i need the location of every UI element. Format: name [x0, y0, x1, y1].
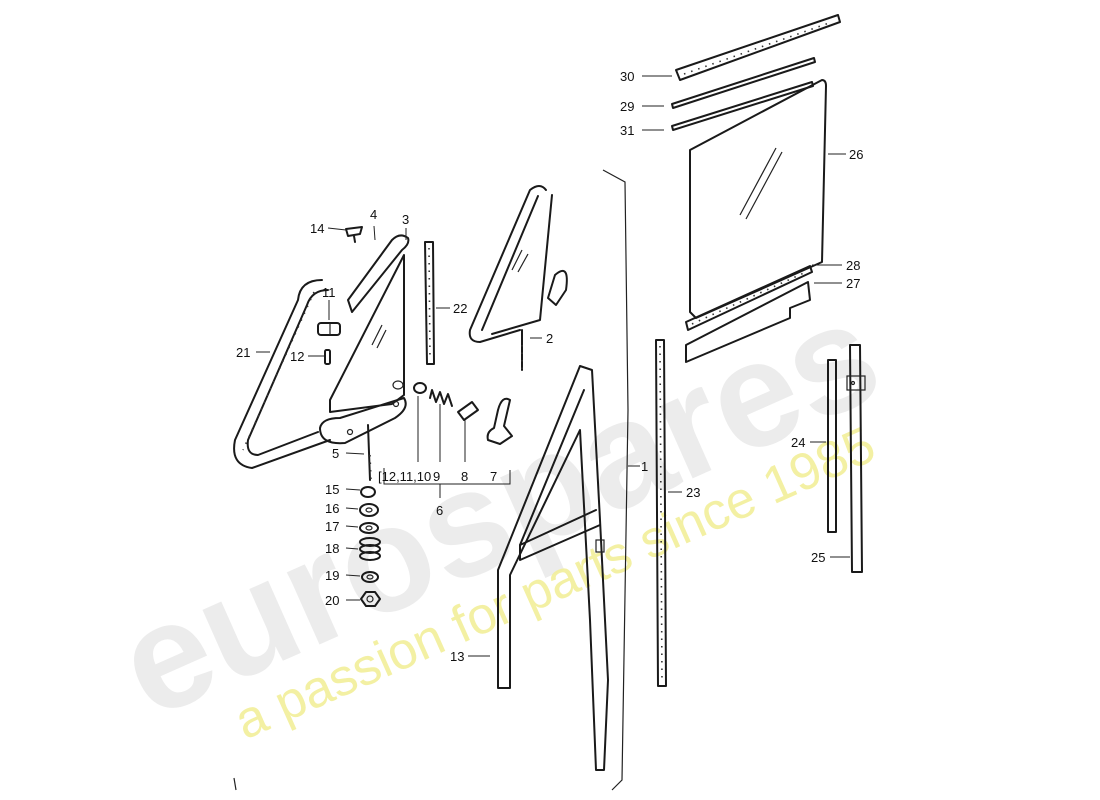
callout-30: 30 — [620, 69, 634, 84]
callout-5: 5 — [332, 446, 339, 461]
part-3-vent-glass — [329, 254, 405, 413]
part-8-plunger — [457, 401, 479, 421]
callout-21: 21 — [236, 345, 250, 360]
vent-frame-bracket — [319, 397, 407, 445]
callout-9: 9 — [433, 469, 440, 484]
part-5-pivot-shaft — [367, 424, 372, 481]
callout-18: 18 — [325, 541, 339, 556]
callout-17: 17 — [325, 519, 339, 534]
part-17-washer — [359, 522, 379, 534]
leader-lines — [256, 75, 850, 657]
part-25-guide-rail — [846, 344, 866, 573]
part-9-spring — [429, 389, 453, 407]
part-16-washer — [359, 503, 379, 517]
part-21-vent-seal — [233, 279, 331, 469]
part-18-spring — [359, 537, 381, 561]
part-29-strip — [671, 57, 816, 109]
part-12-pin — [324, 349, 331, 365]
part-19-washer — [361, 571, 379, 583]
callout-25: 25 — [811, 550, 825, 565]
part-28-channel — [685, 265, 813, 331]
part-4-vent-frame-strip — [347, 234, 410, 313]
callout-3: 3 — [402, 212, 409, 227]
callout-1: 1 — [641, 459, 648, 474]
callout-15: 15 — [325, 482, 339, 497]
callout-31: 31 — [620, 123, 634, 138]
part-11-bolt — [317, 322, 341, 336]
group-6-bracket — [383, 396, 511, 498]
callout-19: 19 — [325, 568, 339, 583]
part-10-ball — [413, 382, 427, 394]
part-31-strip — [671, 81, 814, 131]
part-20-nut — [360, 591, 381, 607]
door-edge-outline — [233, 169, 629, 791]
callout-27: 27 — [846, 276, 860, 291]
callout-22: 22 — [453, 301, 467, 316]
callout-labels: 1 2 3 4 5 6 7 8 9 [12,11,10 11 12 13 14 … — [236, 69, 863, 664]
callout-20: 20 — [325, 593, 339, 608]
part-30-strip — [675, 14, 841, 81]
callout-12: 12 — [290, 349, 304, 364]
part-15-cap — [360, 486, 376, 498]
part-7-handle — [486, 397, 513, 445]
callout-24: 24 — [791, 435, 805, 450]
part-22-seal-strip — [424, 241, 435, 365]
callout-14: 14 — [310, 221, 324, 236]
callout-12-11-10: [12,11,10 — [378, 469, 431, 484]
callout-7: 7 — [490, 469, 497, 484]
callout-13: 13 — [450, 649, 464, 664]
callout-11: 11 — [322, 285, 336, 300]
callout-23: 23 — [686, 485, 700, 500]
callout-8: 8 — [461, 469, 468, 484]
part-14-screw — [345, 226, 363, 243]
callout-2: 2 — [546, 331, 553, 346]
part-24-guide-rail — [827, 359, 837, 533]
callout-28: 28 — [846, 258, 860, 273]
part-27-channel — [685, 281, 811, 363]
part-13-window-frame — [497, 365, 609, 771]
part-23-run-channel — [655, 339, 667, 687]
callout-29: 29 — [620, 99, 634, 114]
callout-4: 4 — [370, 207, 377, 222]
vent-window-assembly — [468, 185, 568, 343]
callout-16: 16 — [325, 501, 339, 516]
callout-26: 26 — [849, 147, 863, 162]
callout-6: 6 — [436, 503, 443, 518]
